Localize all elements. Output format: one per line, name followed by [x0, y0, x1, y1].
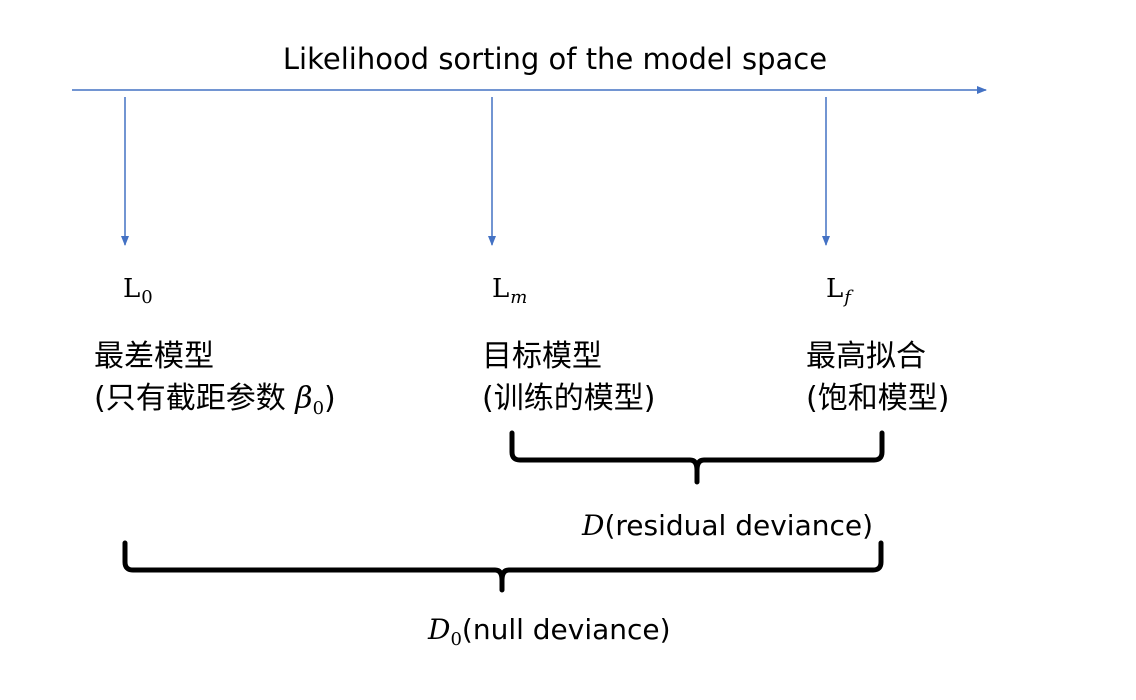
model-desc-target: 目标模型 (训练的模型): [482, 336, 655, 420]
model-symbol-lm: Lm: [492, 274, 528, 308]
axis-title: Likelihood sorting of the model space: [282, 42, 828, 76]
model-desc-target-title: 目标模型: [482, 339, 602, 374]
model-desc-worst: 最差模型 (只有截距参数 β0): [94, 336, 336, 430]
null-deviance-label: D0(null deviance): [428, 613, 671, 650]
model-desc-saturated-title: 最高拟合: [806, 339, 926, 374]
residual-deviance-brace: [509, 430, 885, 485]
null-deviance-brace: [122, 540, 884, 593]
model-desc-saturated-note: (饱和模型): [806, 381, 950, 416]
model-desc-target-note: (训练的模型): [482, 381, 656, 416]
model-desc-worst-note: (只有截距参数 β0): [94, 381, 336, 419]
model-desc-saturated: 最高拟合 (饱和模型): [806, 336, 949, 420]
model-symbol-lf: Lf: [826, 274, 851, 308]
residual-deviance-label: D(residual deviance): [582, 509, 874, 542]
model-desc-worst-title: 最差模型: [94, 339, 214, 374]
model-symbol-l0: L0: [123, 274, 153, 308]
